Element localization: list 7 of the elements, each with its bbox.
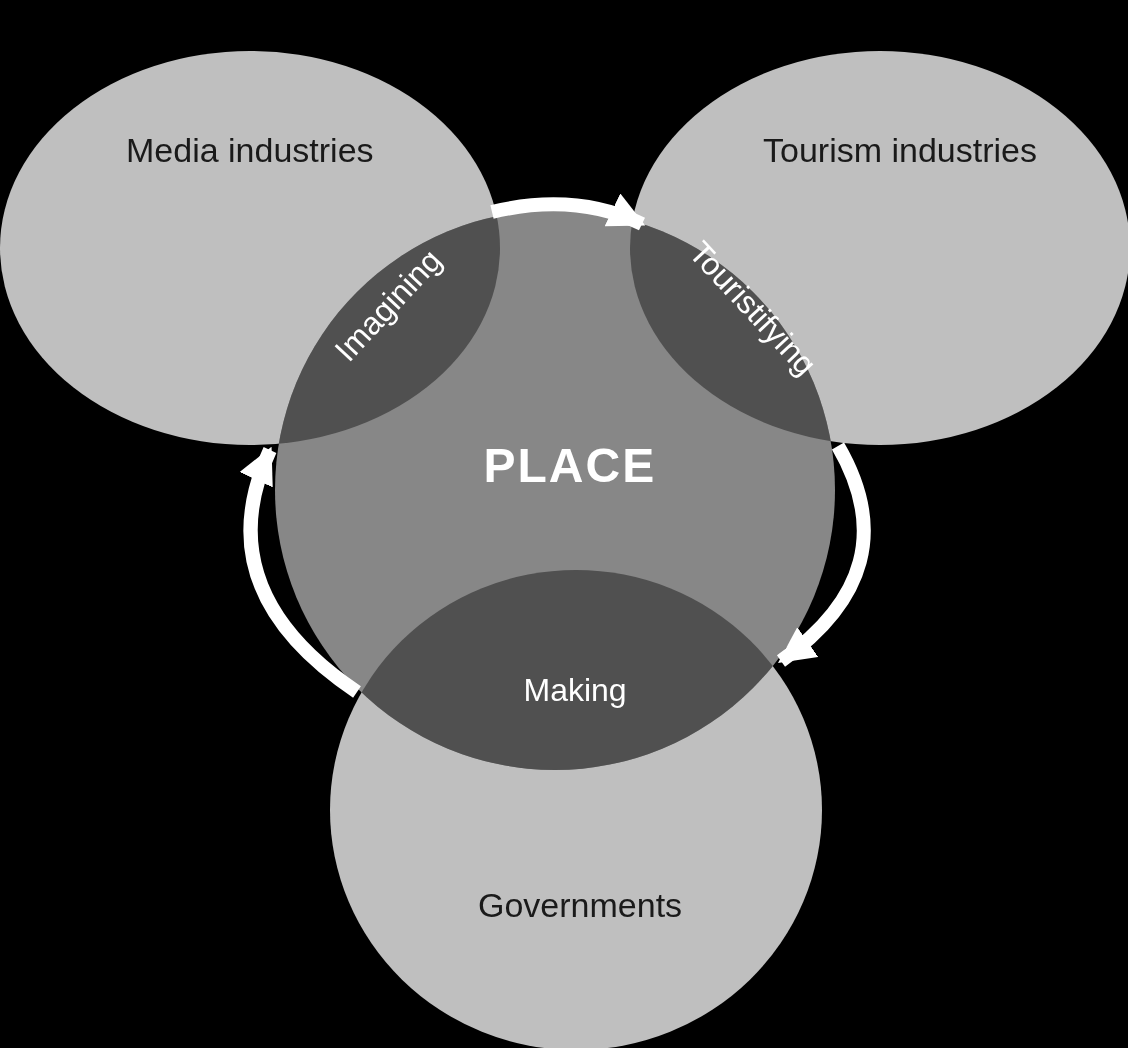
set-label: Governments xyxy=(478,885,683,925)
curved-arrow xyxy=(776,442,871,667)
set-label: Media industries xyxy=(126,130,374,170)
curved-arrow xyxy=(490,194,646,231)
place-label: PLACE xyxy=(483,437,657,493)
overlap-label: Making xyxy=(523,671,627,709)
set-label: Tourism industries xyxy=(763,130,1037,170)
